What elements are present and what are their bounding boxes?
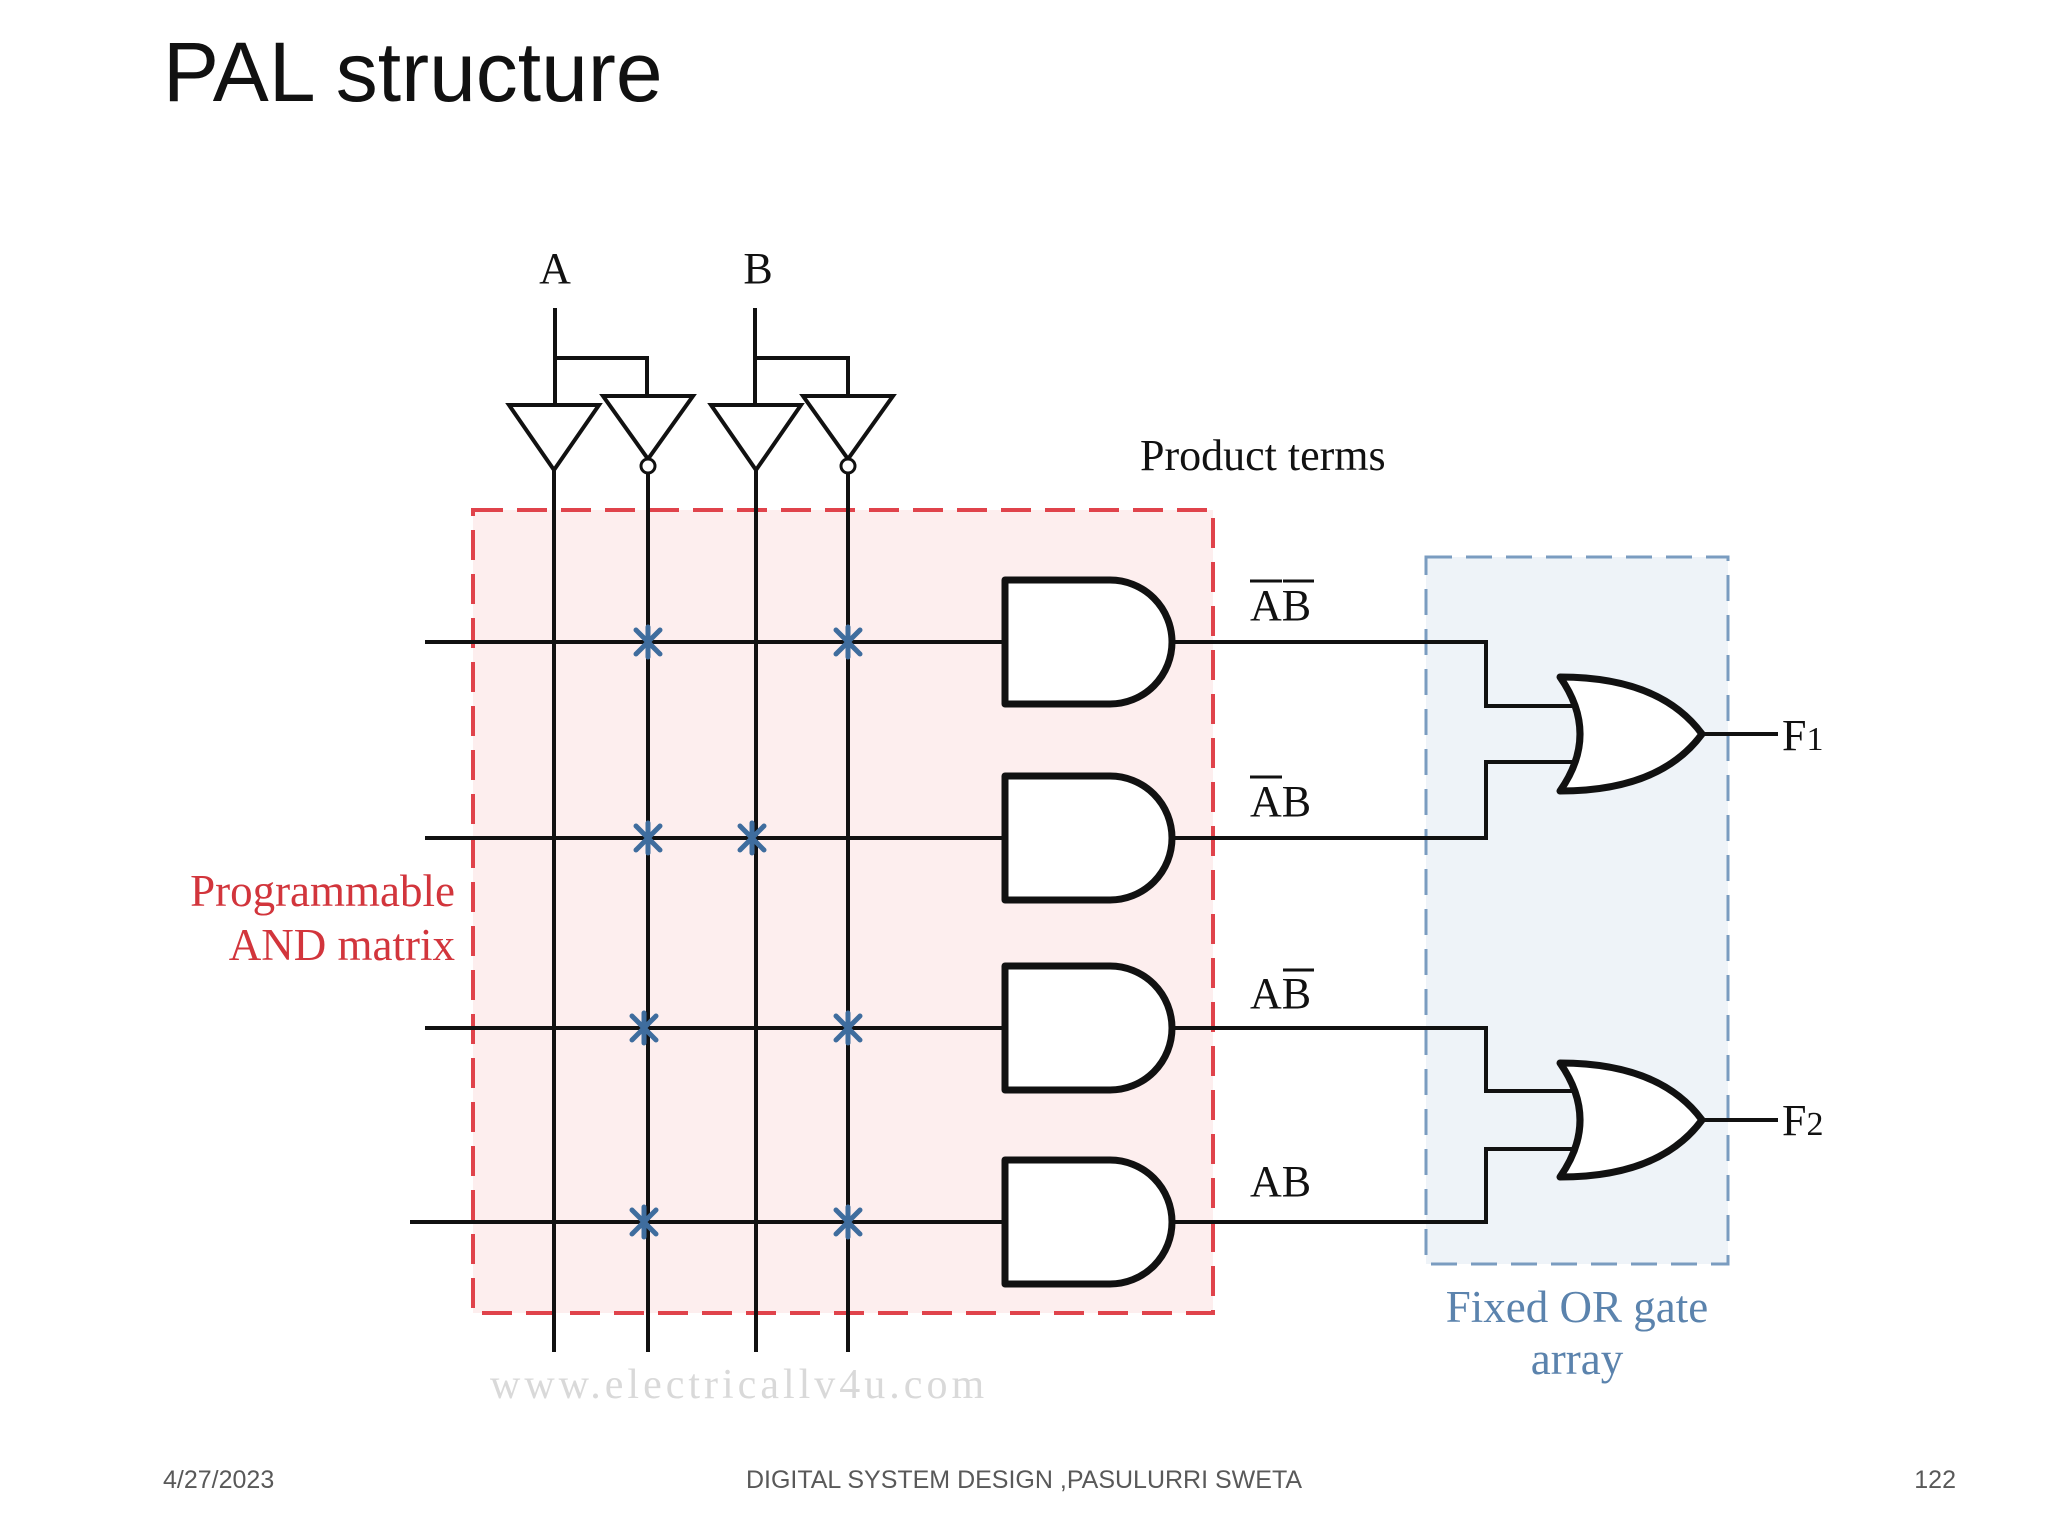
footer-title: DIGITAL SYSTEM DESIGN ,PASULURRI SWETA (745, 1466, 1303, 1494)
fuse-mark (629, 1204, 659, 1240)
output-label-f2: F2 (1782, 1096, 1823, 1145)
inverter-a (599, 394, 697, 475)
watermark: www.electricallv4u.com (490, 1362, 988, 1408)
and-matrix-label-line2: AND matrix (229, 920, 455, 970)
output-label-f1: F1 (1782, 711, 1823, 760)
svg-text:AB: AB (1250, 969, 1311, 1018)
svg-text:AB: AB (1250, 1157, 1311, 1206)
fuse-mark (833, 1010, 863, 1046)
and-matrix-label-line1: Programmable (190, 866, 455, 916)
and-gate-1 (1001, 576, 1176, 708)
fuse-mark (629, 1010, 659, 1046)
input-label-a: A (539, 244, 571, 293)
term-3-left: A (1250, 969, 1282, 1018)
fuse-mark (833, 1204, 863, 1240)
output-label-f1-index: 1 (1806, 721, 1823, 758)
and-gate-4 (1001, 1156, 1176, 1288)
fuse-marks (629, 624, 863, 1240)
buffer-b (707, 403, 805, 474)
output-label-f1-letter: F (1782, 711, 1806, 760)
term-1-right: B (1282, 581, 1311, 630)
or-array-label-line2: array (1531, 1334, 1624, 1384)
svg-text:AB: AB (1250, 777, 1311, 826)
fuse-mark (833, 624, 863, 660)
input-wiring (553, 308, 850, 405)
and-gate-2 (1001, 772, 1176, 904)
and-gate-3 (1001, 962, 1176, 1094)
product-term-rows (410, 640, 1005, 1224)
product-term-wires (1172, 640, 1572, 1224)
term-label-1: AB (1250, 579, 1314, 630)
fuse-mark (737, 820, 767, 856)
product-terms-label: Product terms (1140, 431, 1386, 480)
fuse-mark (633, 624, 663, 660)
svg-text:AB: AB (1250, 581, 1311, 630)
or-gate-1 (1556, 673, 1706, 795)
term-4-right: B (1282, 1157, 1311, 1206)
term-1-left: A (1250, 581, 1282, 630)
term-4-left: A (1250, 1157, 1282, 1206)
inverter-b (799, 394, 897, 475)
term-3-right: B (1282, 969, 1311, 1018)
fuse-mark (633, 820, 663, 856)
buffer-a (505, 403, 603, 474)
term-label-2: AB (1250, 775, 1311, 826)
term-label-4: AB (1250, 1157, 1311, 1206)
page-number: 122 (1914, 1466, 1956, 1494)
or-gates (1556, 673, 1706, 1181)
footer-date: 4/27/2023 (163, 1466, 275, 1494)
term-2-left: A (1250, 777, 1282, 826)
slide-title: PAL structure (163, 25, 663, 119)
term-2-right: B (1282, 777, 1311, 826)
term-label-3: AB (1250, 968, 1314, 1018)
or-array-label-line1: Fixed OR gate (1446, 1282, 1708, 1332)
and-gates (1001, 576, 1176, 1288)
output-label-f2-letter: F (1782, 1096, 1806, 1145)
input-label-b: B (743, 244, 772, 293)
output-label-f2-index: 2 (1806, 1106, 1823, 1143)
or-gate-2 (1556, 1059, 1706, 1181)
output-wires (1702, 732, 1778, 1122)
